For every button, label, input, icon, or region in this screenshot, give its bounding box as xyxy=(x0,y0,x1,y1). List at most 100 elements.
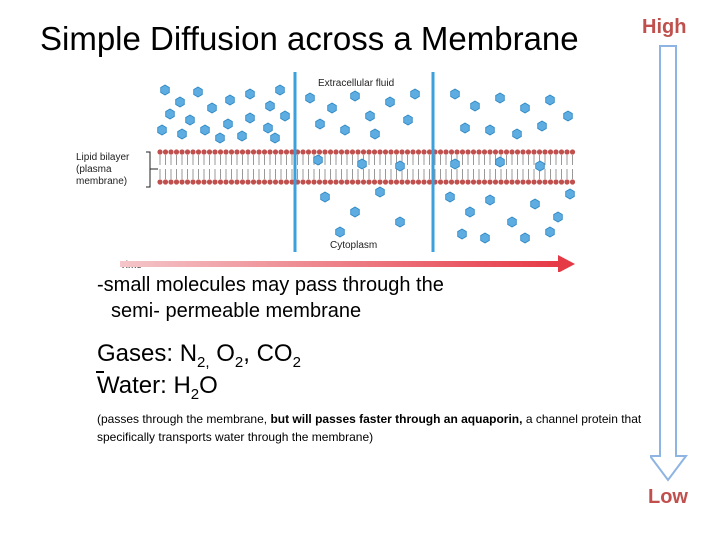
lipid-head xyxy=(526,179,531,184)
lipid-head xyxy=(388,149,393,154)
solute-molecule xyxy=(194,87,203,97)
lipid-head xyxy=(179,149,184,154)
gases-o-subscript: 2 xyxy=(235,354,243,371)
lipid-head xyxy=(410,149,415,154)
low-concentration-label: Low xyxy=(648,486,688,509)
lipid-head xyxy=(438,149,443,154)
lipid-head xyxy=(449,149,454,154)
solute-molecule xyxy=(238,131,247,141)
lipid-head xyxy=(421,149,426,154)
lipid-head xyxy=(229,149,234,154)
solute-molecule xyxy=(178,129,187,139)
lipid-head xyxy=(344,149,349,154)
lipid-head xyxy=(394,179,399,184)
lipid-head xyxy=(333,149,338,154)
lipid-head xyxy=(163,149,168,154)
lipid-head xyxy=(311,149,316,154)
lipid-head xyxy=(267,149,272,154)
lipid-head xyxy=(421,179,426,184)
lipid-head xyxy=(377,149,382,154)
lipid-head xyxy=(531,179,536,184)
lipid-head xyxy=(438,179,443,184)
lipid-head xyxy=(570,179,575,184)
lipid-head xyxy=(493,149,498,154)
lipid-head xyxy=(520,149,525,154)
lipid-head xyxy=(196,149,201,154)
solute-molecule xyxy=(246,89,255,99)
solute-molecule xyxy=(306,93,315,103)
solute-molecule xyxy=(186,115,195,125)
solute-molecule xyxy=(341,125,350,135)
lipid-head xyxy=(185,179,190,184)
lipid-head xyxy=(564,149,569,154)
lipid-head xyxy=(410,179,415,184)
solute-molecule xyxy=(201,125,210,135)
lipid-head xyxy=(427,149,432,154)
lipid-head xyxy=(355,149,360,154)
lipid-head xyxy=(520,179,525,184)
lipid-head xyxy=(223,179,228,184)
lipid-head xyxy=(542,149,547,154)
lipid-head xyxy=(317,149,322,154)
solute-molecule xyxy=(351,207,360,217)
lipid-head xyxy=(427,179,432,184)
solute-molecule xyxy=(566,189,575,199)
lipid-head xyxy=(465,149,470,154)
note-bold: but will passes faster through an aquapo… xyxy=(270,412,522,426)
lipid-head xyxy=(471,179,476,184)
lipid-head xyxy=(278,179,283,184)
lipid-head xyxy=(322,179,327,184)
lipid-head xyxy=(168,149,173,154)
solute-molecule xyxy=(486,125,495,135)
lipid-head xyxy=(262,179,267,184)
lipid-head xyxy=(163,179,168,184)
gases-co-subscript: 2 xyxy=(293,354,301,371)
lipid-head xyxy=(399,149,404,154)
lipid-head xyxy=(273,179,278,184)
lipid-head xyxy=(515,179,520,184)
lipid-head xyxy=(526,149,531,154)
solute-molecule xyxy=(358,159,367,169)
lipid-head xyxy=(504,149,509,154)
solute-molecule xyxy=(461,123,470,133)
lipid-head xyxy=(460,179,465,184)
solute-molecule xyxy=(271,133,280,143)
solute-molecule xyxy=(351,91,360,101)
lipid-head xyxy=(537,179,542,184)
solute-molecule xyxy=(264,123,273,133)
lipid-head xyxy=(234,149,239,154)
solute-molecule xyxy=(376,187,385,197)
solute-molecule xyxy=(496,157,505,167)
solute-molecule xyxy=(224,119,233,129)
lipid-head xyxy=(212,179,217,184)
solute-molecule xyxy=(276,85,285,95)
lipid-head xyxy=(284,149,289,154)
solute-molecule xyxy=(508,217,517,227)
solute-molecule xyxy=(536,161,545,171)
lipid-head xyxy=(256,149,261,154)
lipid-head xyxy=(190,179,195,184)
lipid-head xyxy=(234,179,239,184)
lipid-head xyxy=(157,149,162,154)
lipid-head xyxy=(350,149,355,154)
solute-molecule xyxy=(366,111,375,121)
lipid-head xyxy=(383,179,388,184)
solute-molecule xyxy=(246,113,255,123)
solute-molecule xyxy=(496,93,505,103)
lipid-head xyxy=(553,149,558,154)
lipid-head xyxy=(223,149,228,154)
lipid-head xyxy=(218,149,223,154)
solute-molecule xyxy=(336,227,345,237)
lipid-head xyxy=(322,149,327,154)
diffusion-diagram: Extracellular fluid Lipid bilayer (plasm… xyxy=(70,72,590,272)
solute-molecule xyxy=(404,115,413,125)
solute-molecule xyxy=(466,207,475,217)
lipid-head xyxy=(487,149,492,154)
solute-molecule xyxy=(538,121,547,131)
water-subscript: 2 xyxy=(191,386,199,403)
solute-molecule xyxy=(554,212,563,222)
lipid-head xyxy=(306,179,311,184)
extracellular-fluid-label: Extracellular fluid xyxy=(318,78,394,89)
lipid-head xyxy=(559,179,564,184)
solute-molecule xyxy=(328,103,337,113)
